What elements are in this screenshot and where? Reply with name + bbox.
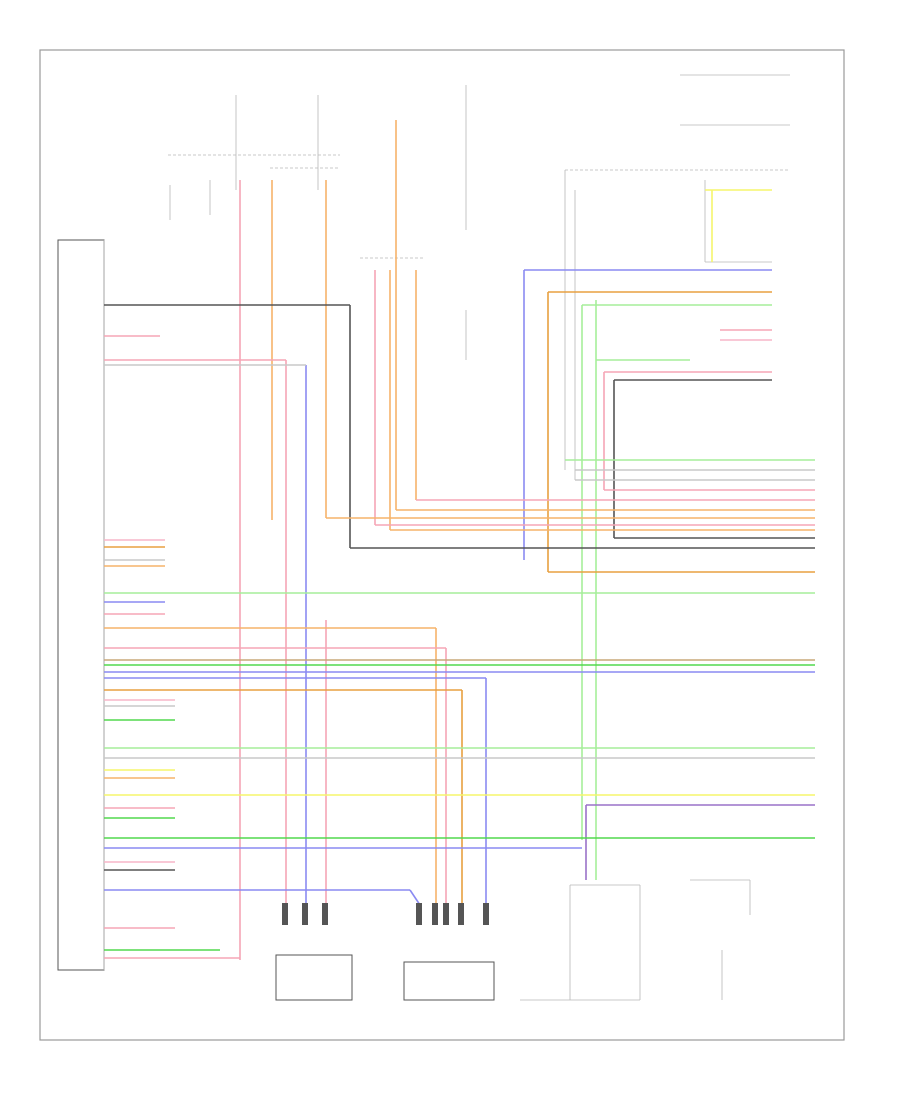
top-components: [168, 74, 790, 480]
bottom-component-1: [275, 903, 353, 1001]
vertical-wires: [239, 120, 713, 960]
bottom-component-3: [520, 884, 641, 1001]
horizontal-wires: [104, 189, 815, 959]
diagram-frame: [39, 49, 845, 1041]
bottom-component-2: [403, 903, 495, 1001]
control-unit-connector: [57, 239, 105, 971]
bottom-component-4: [690, 879, 751, 1000]
left-pin-stubs: [104, 335, 175, 929]
